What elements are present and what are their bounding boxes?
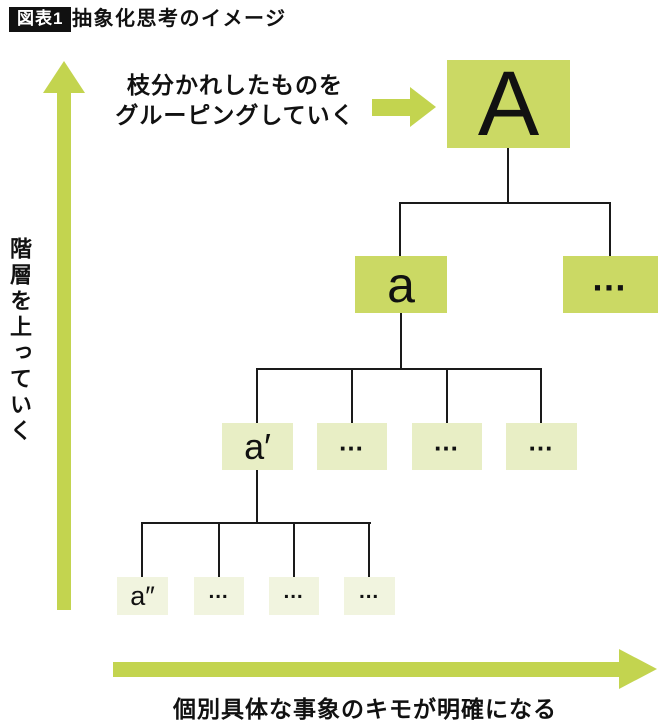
tree-node-ellipsis: …: [412, 423, 482, 470]
tree-node-ellipsis: …: [506, 423, 577, 470]
tree-node-ellipsis: …: [194, 577, 244, 615]
annotation-text: 枝分かれしたものを グルーピングしていく: [105, 70, 365, 130]
connector-line: [540, 368, 542, 425]
right-arrow-head: [619, 649, 657, 689]
tree-node-ellipsis: …: [317, 423, 387, 470]
tree-node-a: a: [355, 256, 447, 313]
connector-line: [218, 522, 220, 579]
connector-line: [256, 470, 258, 524]
vertical-axis-label: 階層を上っていく: [7, 237, 32, 445]
connector-line: [399, 202, 401, 258]
tree-node-abstract-A: A: [447, 53, 570, 155]
annotation-line-2: グルーピングしていく: [115, 102, 355, 128]
connector-line: [141, 522, 371, 524]
connector-line: [507, 148, 509, 204]
tree-node-ellipsis: …: [269, 577, 319, 615]
connector-line: [399, 202, 611, 204]
connector-line: [368, 522, 370, 579]
connector-line: [609, 202, 611, 258]
annotation-arrow-head: [410, 87, 436, 127]
connector-line: [256, 368, 542, 370]
connector-line: [141, 522, 143, 579]
up-arrow-head: [43, 61, 85, 93]
right-arrow-shaft: [113, 662, 621, 677]
horizontal-axis-label: 個別具体な事象のキモが明確になる: [173, 696, 557, 722]
tree-node-a-double-prime: a″: [117, 577, 168, 615]
connector-line: [256, 368, 258, 425]
connector-line: [446, 368, 448, 425]
tree-node-ellipsis: …: [344, 577, 395, 615]
connector-line: [293, 522, 295, 579]
tree-node-ellipsis: …: [563, 256, 658, 313]
annotation-line-1: 枝分かれしたものを: [127, 72, 343, 98]
annotation-arrow-shaft: [372, 99, 412, 116]
connector-line: [400, 313, 402, 370]
up-arrow-shaft: [57, 92, 71, 610]
connector-line: [351, 368, 353, 425]
figure-badge: 図表1: [9, 7, 72, 32]
figure-title: 抽象化思考のイメージ: [72, 8, 287, 30]
tree-node-a-prime: a′: [222, 423, 293, 470]
